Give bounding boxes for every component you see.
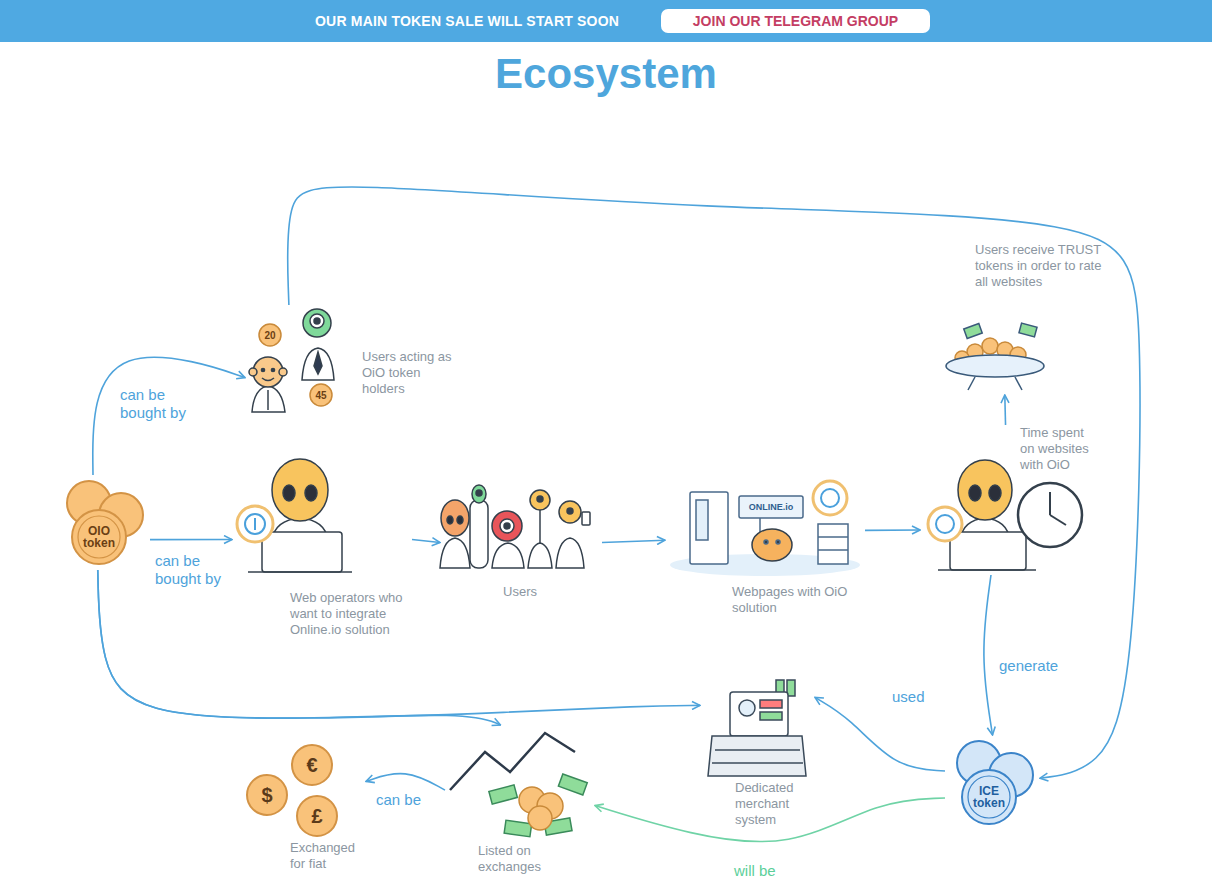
node-caption: Users receive TRUST tokens in order to r…: [975, 242, 1117, 290]
flow-arrow: [984, 575, 993, 735]
time-figure: [928, 460, 1082, 570]
register-figure: [708, 680, 806, 776]
node-caption: Webpages with OiO solution: [732, 584, 862, 616]
flow-arrow: [150, 539, 232, 541]
node-caption: Time spent on websites with OiO: [1020, 425, 1100, 473]
exchange-figure: [450, 733, 587, 837]
webpage-figure: [670, 481, 860, 576]
top-banner: OUR MAIN TOKEN SALE WILL START SOON JOIN …: [0, 0, 1212, 42]
banner-text: OUR MAIN TOKEN SALE WILL START SOON: [315, 13, 619, 29]
flow-arrow: [602, 540, 665, 542]
coin-shape: [72, 510, 126, 564]
edge-label: used: [890, 688, 939, 706]
coin-shape: [962, 770, 1016, 824]
coin-symbol: £: [311, 805, 322, 828]
oio-token-coins: OIO token: [55, 475, 150, 570]
holders-group: Users acting as OiO token holders: [245, 305, 454, 415]
coin-symbol: €: [306, 754, 317, 777]
telegram-button: JOIN OUR TELEGRAM GROUP: [661, 9, 930, 33]
node-caption: Web operators who want to integrate Onli…: [290, 590, 410, 638]
flow-arrow: [412, 540, 440, 543]
ice-token-coins: ICE token: [945, 735, 1040, 825]
node-caption: Exchanged for fiat: [290, 840, 364, 872]
flow-arrow: [288, 187, 1140, 778]
fiat-group: Exchanged for fiat: [240, 740, 366, 878]
flow-arrow: [93, 357, 245, 475]
coin-text: ICE token: [969, 785, 1009, 809]
coin-symbol: 20: [264, 330, 275, 341]
users-figure: [440, 485, 590, 568]
node-caption: Listed on exchanges: [478, 843, 563, 875]
coin-rim: [78, 516, 120, 558]
edge-label: will be: [732, 862, 791, 880]
flow-arrow: [98, 570, 501, 725]
webpages-group: Webpages with OiO solution: [665, 480, 865, 620]
edge-label: generate: [997, 657, 1071, 675]
users-group: Users: [440, 480, 602, 605]
trust-figure: [946, 323, 1044, 390]
holders-figure: [249, 309, 334, 412]
flow-arrow: [98, 570, 700, 718]
node-caption: Users acting as OiO token holders: [362, 349, 452, 397]
node-caption: Dedicated merchant system: [735, 780, 813, 828]
coin-symbol: 45: [315, 390, 326, 401]
trust-group: Users receive TRUST tokens in order to r…: [940, 240, 1120, 395]
exchanges-group: Listed on exchanges: [445, 725, 595, 880]
flow-arrow: [1004, 395, 1006, 425]
edge-label: can be bought by: [118, 386, 202, 422]
screen-text: ONLINE.io: [749, 502, 794, 512]
flow-arrow: [865, 529, 920, 531]
flow-arrow: [366, 774, 445, 790]
button-text: JOIN OUR TELEGRAM GROUP: [661, 9, 930, 33]
coin-symbol: $: [261, 784, 272, 807]
edge-label: can be: [374, 791, 433, 809]
fiat-coins: [247, 745, 337, 836]
coin-rim: [968, 776, 1010, 818]
merchant-group: Dedicated merchant system: [700, 675, 815, 835]
web-operator-figure: [237, 459, 352, 572]
edge-label: can be bought by: [153, 552, 237, 588]
node-caption: Users: [440, 584, 600, 600]
coin-outline: [945, 735, 1040, 825]
time-group: Time spent on websites with OiO: [920, 425, 1102, 575]
flow-arrow: [815, 697, 945, 771]
diagram-title: Ecosystem: [0, 50, 1212, 98]
operator-group: Web operators who want to integrate Onli…: [232, 460, 412, 645]
coin-text: OIO token: [79, 525, 119, 549]
coin-outline: [55, 475, 150, 570]
